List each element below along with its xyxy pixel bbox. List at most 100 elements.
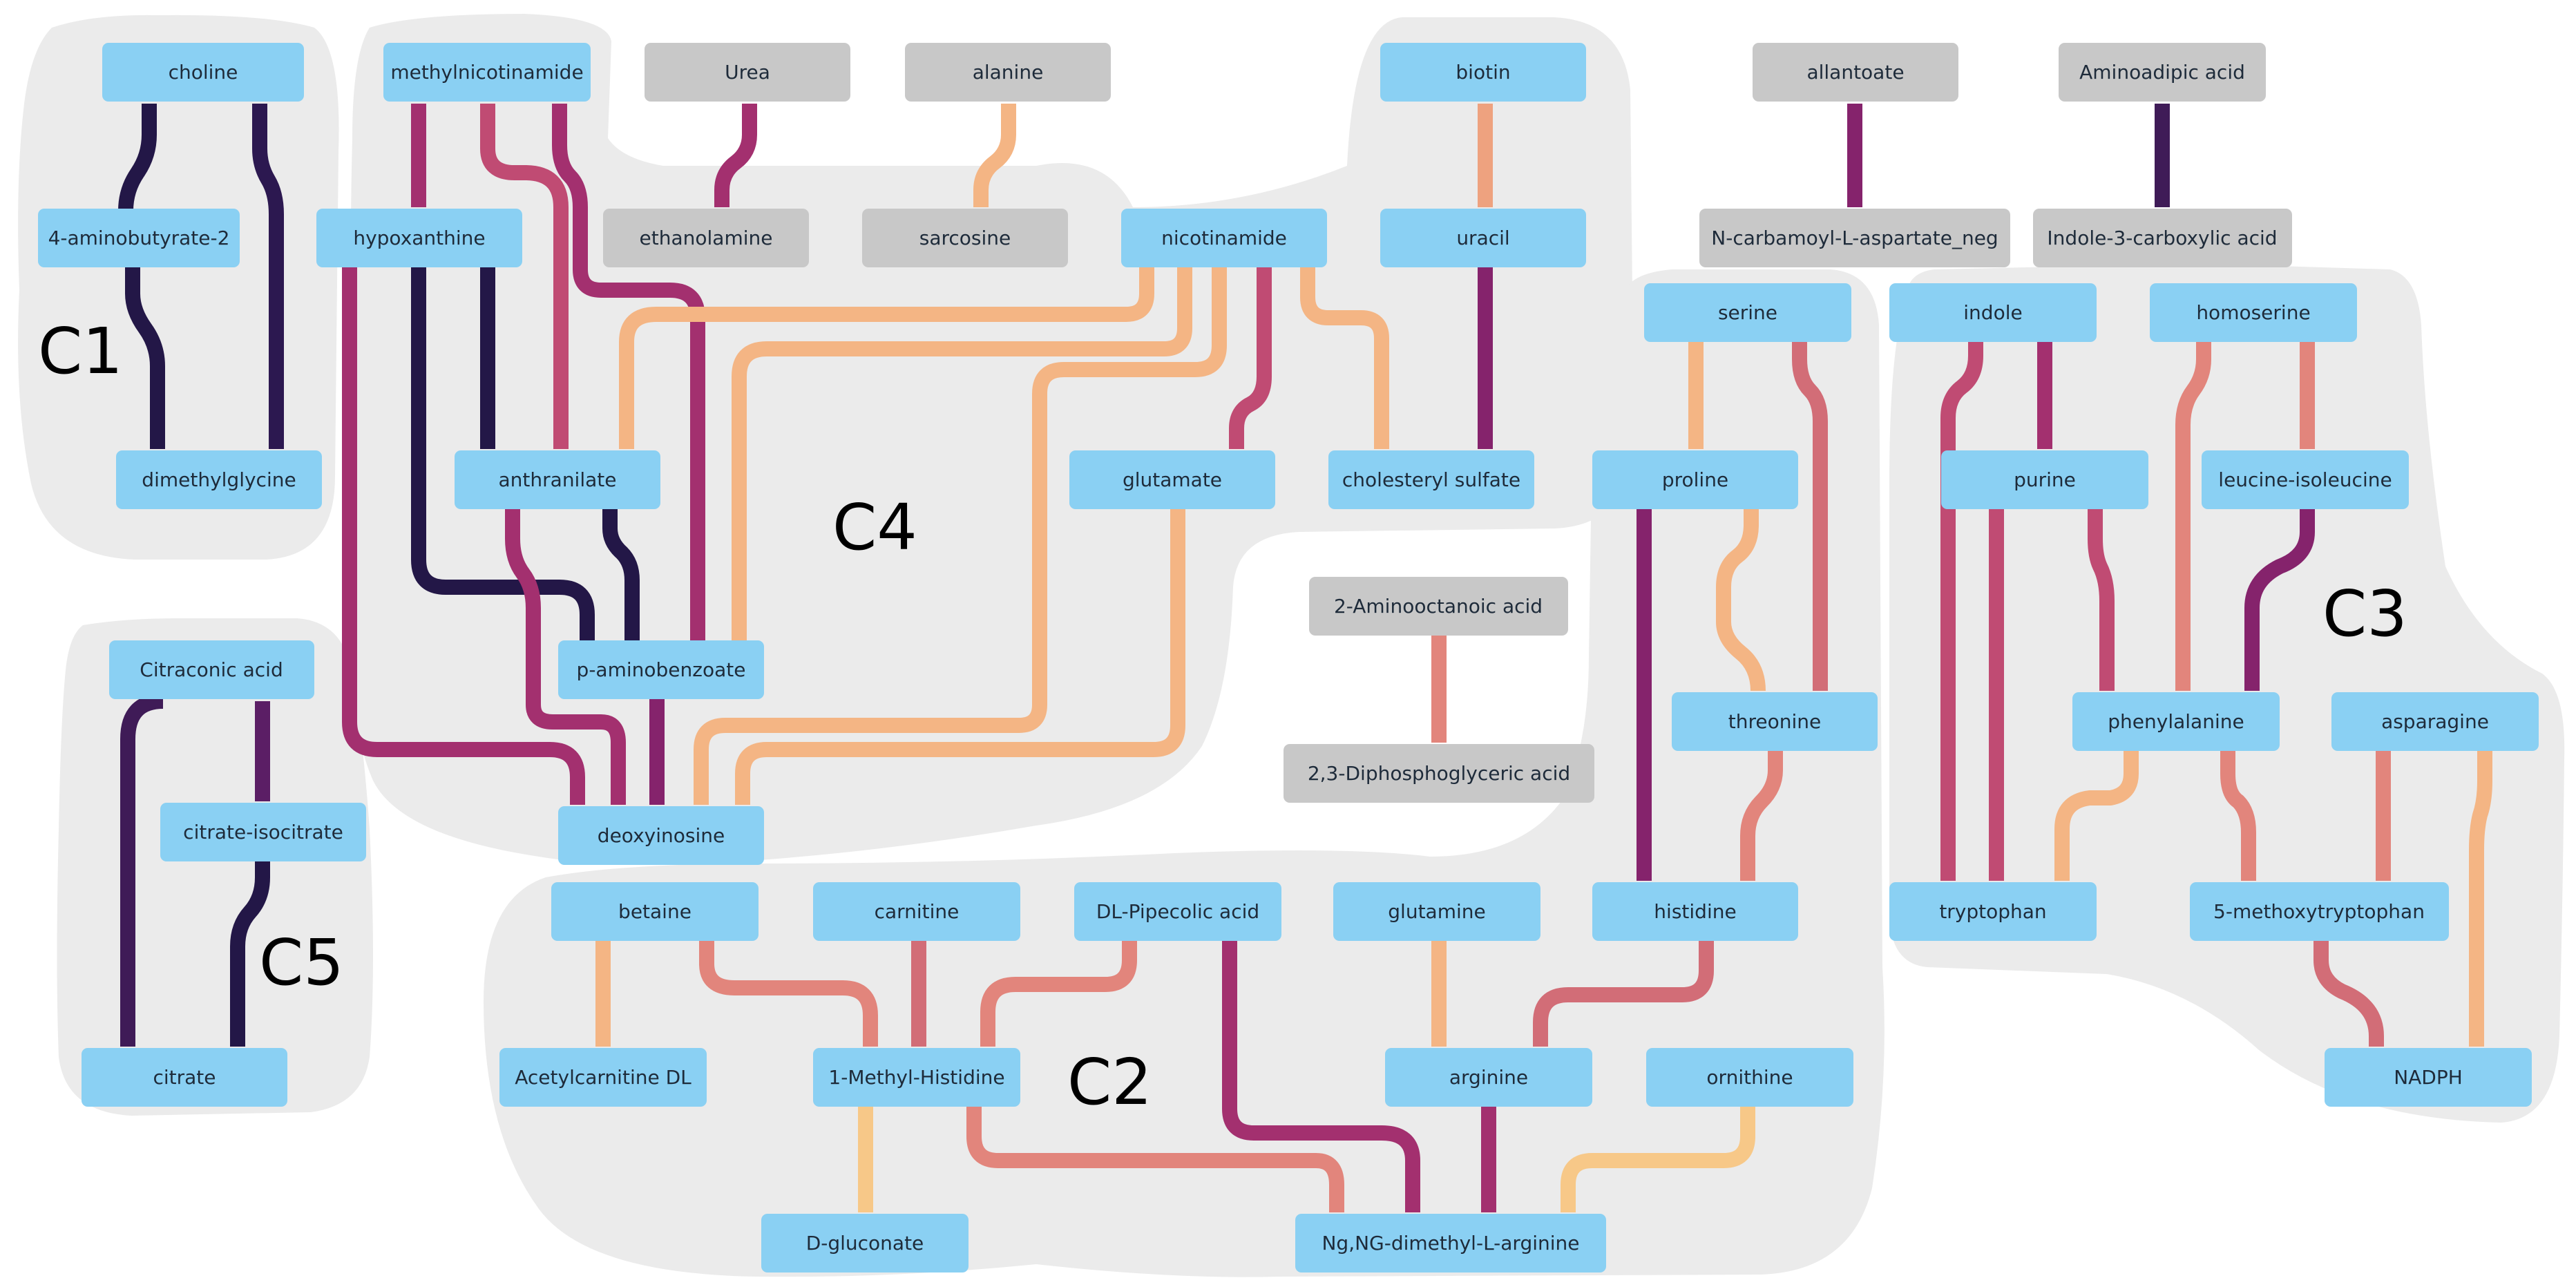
node-serine[interactable]: serine	[1644, 283, 1851, 342]
node-glutamine[interactable]: glutamine	[1333, 882, 1540, 941]
edge-homoserine-phenylalanine	[2175, 342, 2211, 691]
node-phenylalanine[interactable]: phenylalanine	[2072, 692, 2280, 751]
node-label: Ng,NG-dimethyl-L-arginine	[1322, 1232, 1579, 1255]
node-label: p-aminobenzoate	[577, 658, 746, 681]
node-label: dimethylglycine	[142, 468, 296, 491]
node-ethanolamine[interactable]: ethanolamine	[603, 209, 809, 267]
node-label: choline	[169, 61, 238, 84]
edge-urea-ethanolamine	[714, 104, 757, 207]
node-nadph[interactable]: NADPH	[2325, 1048, 2532, 1107]
node-deoxyinosine[interactable]: deoxyinosine	[558, 806, 764, 865]
node-histidine[interactable]: histidine	[1592, 882, 1798, 941]
node-hypoxanthine[interactable]: hypoxanthine	[316, 209, 522, 267]
node-label: 2,3-Diphosphoglyceric acid	[1308, 762, 1570, 785]
node-1-methyl-histidine[interactable]: 1-Methyl-Histidine	[813, 1048, 1020, 1107]
node-purine[interactable]: purine	[1941, 450, 2148, 509]
node-dl-pipecolic-acid[interactable]: DL-Pipecolic acid	[1074, 882, 1281, 941]
cluster-c3-label: C3	[2322, 577, 2407, 651]
edge-asparagine-nadph	[2469, 750, 2492, 1047]
node-p-aminobenzoate[interactable]: p-aminobenzoate	[558, 640, 764, 699]
node-cholesteryl-sulfate[interactable]: cholesteryl sulfate	[1328, 450, 1534, 509]
node-indole-3-carboxylic-acid[interactable]: Indole-3-carboxylic acid	[2033, 209, 2292, 267]
edge-nicotinamide-glutamate	[1229, 266, 1272, 449]
node-indole[interactable]: indole	[1889, 283, 2097, 342]
node-carnitine[interactable]: carnitine	[813, 882, 1020, 941]
node-homoserine[interactable]: homoserine	[2150, 283, 2357, 342]
edge-serine-threonine	[1792, 342, 1828, 691]
edge-hypoxanthine-paminobenzoate	[411, 266, 595, 653]
node-label: N-carbamoyl-L-aspartate_neg	[1711, 227, 1998, 249]
node-5-methoxytryptophan[interactable]: 5-methoxytryptophan	[2190, 882, 2449, 941]
edge-methoxytryptophan-nadph	[2313, 940, 2384, 1047]
node-aminobutyrate-2[interactable]: 4-aminobutyrate-2	[38, 209, 240, 267]
node-citrate-isocitrate[interactable]: citrate-isocitrate	[160, 803, 366, 861]
edge-anthranilate-deoxyinosine	[505, 508, 626, 805]
node-uracil[interactable]: uracil	[1380, 209, 1586, 267]
edge-ornithine-ngdimethyl	[1561, 1105, 1755, 1212]
node-allantoate[interactable]: allantoate	[1753, 43, 1958, 102]
node-betaine[interactable]: betaine	[551, 882, 759, 941]
edge-nicotinamide-cholesteryl	[1300, 266, 1389, 449]
node-sarcosine[interactable]: sarcosine	[862, 209, 1068, 267]
cluster-c1-label: C1	[38, 314, 123, 388]
node-aminoadipic-acid[interactable]: Aminoadipic acid	[2059, 43, 2266, 102]
node-label: Indole-3-carboxylic acid	[2047, 227, 2277, 249]
edge-indole-tryptophan	[1940, 342, 1983, 881]
node-nicotinamide[interactable]: nicotinamide	[1121, 209, 1327, 267]
node-2-3-diphosphoglyceric-acid[interactable]: 2,3-Diphosphoglyceric acid	[1284, 744, 1594, 803]
edge-choline-dimethylglycine	[252, 104, 284, 449]
edge-pipecolic-ngdimethyl	[1222, 940, 1420, 1212]
edge-phenylalanine-tryptophan	[2054, 750, 2139, 881]
node-biotin[interactable]: biotin	[1380, 43, 1586, 102]
node-label: sarcosine	[919, 227, 1011, 249]
node-proline[interactable]: proline	[1592, 450, 1798, 509]
node-choline[interactable]: choline	[102, 43, 304, 102]
node-asparagine[interactable]: asparagine	[2331, 692, 2539, 751]
node-ng-ng-dimethyl-l-arginine[interactable]: Ng,NG-dimethyl-L-arginine	[1295, 1214, 1606, 1272]
node-glutamate[interactable]: glutamate	[1069, 450, 1275, 509]
node-label: leucine-isoleucine	[2218, 468, 2392, 491]
edge-methylnicotinamide-paminobenzoate	[552, 104, 705, 653]
node-anthranilate[interactable]: anthranilate	[455, 450, 660, 509]
node-urea[interactable]: Urea	[645, 43, 850, 102]
node-label: hypoxanthine	[353, 227, 485, 249]
node-label: carnitine	[875, 900, 960, 923]
edge-anthranilate-paminobenzoate	[602, 508, 640, 653]
edge-citrate-isocitrate-citrate	[230, 860, 270, 1047]
edges-layer	[118, 104, 2492, 1212]
node-label: tryptophan	[1939, 900, 2046, 923]
node-citrate[interactable]: citrate	[82, 1048, 287, 1107]
node-label: 4-aminobutyrate-2	[48, 227, 230, 249]
node-acetylcarnitine-dl[interactable]: Acetylcarnitine DL	[499, 1048, 707, 1107]
node-dimethylglycine[interactable]: dimethylglycine	[116, 450, 322, 509]
node-label: citrate-isocitrate	[183, 821, 343, 843]
node-label: D-gluconate	[806, 1232, 924, 1255]
node-2-aminooctanoic-acid[interactable]: 2-Aminooctanoic acid	[1309, 577, 1568, 636]
node-label: Urea	[725, 61, 770, 84]
node-alanine[interactable]: alanine	[905, 43, 1111, 102]
node-leucine-isoleucine[interactable]: leucine-isoleucine	[2202, 450, 2409, 509]
node-label: cholesteryl sulfate	[1342, 468, 1520, 491]
edge-histidine-arginine	[1533, 940, 1714, 1047]
node-methylnicotinamide[interactable]: methylnicotinamide	[383, 43, 591, 102]
node-arginine[interactable]: arginine	[1385, 1048, 1592, 1107]
node-n-carbamoyl-l-aspartate-neg[interactable]: N-carbamoyl-L-aspartate_neg	[1699, 209, 2010, 267]
node-threonine[interactable]: threonine	[1672, 692, 1878, 751]
node-tryptophan[interactable]: tryptophan	[1889, 882, 2097, 941]
node-ornithine[interactable]: ornithine	[1646, 1048, 1853, 1107]
edge-methylhistidine-ngdimethyl	[966, 1105, 1344, 1212]
edge-pipecolic-methylhistidine	[980, 940, 1137, 1047]
node-label: glutamate	[1123, 468, 1222, 491]
node-label: Citraconic acid	[140, 658, 283, 681]
node-label: NADPH	[2394, 1066, 2463, 1089]
node-citraconic-acid[interactable]: Citraconic acid	[109, 640, 314, 699]
node-label: 1-Methyl-Histidine	[828, 1066, 1004, 1089]
node-label: serine	[1718, 301, 1777, 324]
node-d-gluconate[interactable]: D-gluconate	[761, 1214, 969, 1272]
edge-choline-aminobutyrate	[118, 104, 157, 238]
node-label: deoxyinosine	[598, 824, 725, 847]
node-label: nicotinamide	[1161, 227, 1287, 249]
node-label: ornithine	[1706, 1066, 1793, 1089]
node-label: histidine	[1654, 900, 1736, 923]
